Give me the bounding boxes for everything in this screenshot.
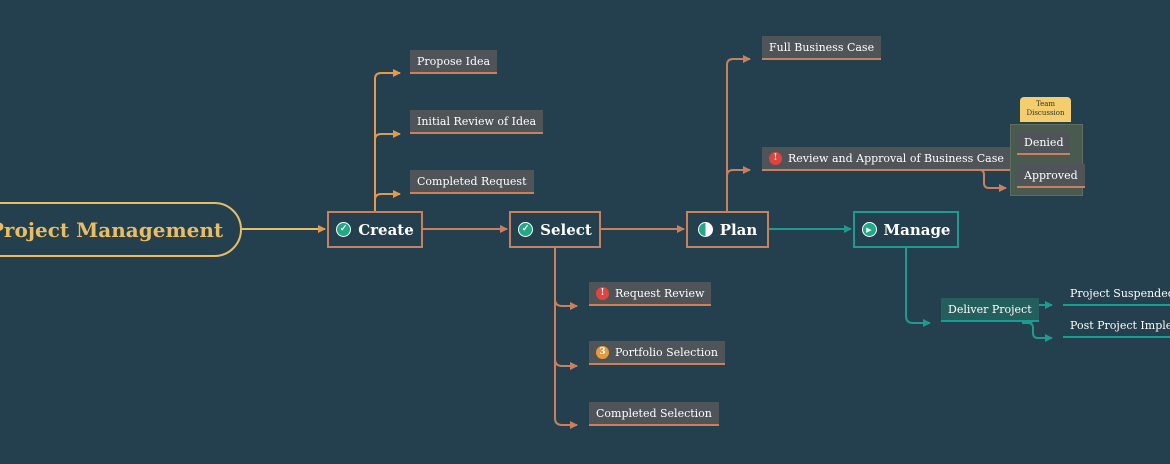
alert-icon: !	[596, 286, 609, 300]
half-circle-icon	[697, 222, 713, 237]
topic-label: Propose Idea	[417, 54, 491, 68]
root-topic[interactable]: Project Management	[0, 202, 242, 257]
stage-plan[interactable]: Plan	[686, 211, 769, 248]
topic-project-suspended[interactable]: Project Suspended	[1063, 282, 1170, 306]
topic-post-project[interactable]: Post Project Impleme	[1063, 314, 1170, 338]
stage-select[interactable]: ✓ Select	[509, 211, 601, 248]
play-circle-icon: ▶	[861, 222, 877, 237]
topic-review-approval[interactable]: ! Review and Approval of Business Case	[762, 147, 1011, 171]
topic-denied[interactable]: Denied	[1017, 131, 1071, 155]
topic-label: Deliver Project	[948, 302, 1032, 316]
stage-create-label: Create	[358, 220, 414, 239]
topic-label: Completed Request	[417, 174, 527, 188]
stage-select-label: Select	[540, 220, 592, 239]
priority-icon: 3	[596, 345, 609, 359]
check-circle-icon: ✓	[336, 222, 352, 237]
topic-label: Completed Selection	[596, 406, 712, 420]
topic-propose-idea[interactable]: Propose Idea	[410, 50, 498, 74]
topic-label: Portfolio Selection	[615, 345, 718, 359]
stage-manage-label: Manage	[883, 220, 951, 239]
topic-label: Approved	[1024, 168, 1078, 182]
topic-deliver-project[interactable]: Deliver Project	[941, 298, 1039, 322]
stage-plan-label: Plan	[719, 220, 758, 239]
topic-approved[interactable]: Approved	[1017, 164, 1085, 188]
topic-portfolio-selection[interactable]: 3 Portfolio Selection	[589, 341, 725, 365]
topic-label: Review and Approval of Business Case	[788, 151, 1004, 165]
stage-manage[interactable]: ▶ Manage	[853, 211, 959, 248]
topic-label: Post Project Impleme	[1070, 318, 1170, 332]
topic-completed-selection[interactable]: Completed Selection	[589, 402, 719, 426]
topic-label: Denied	[1024, 135, 1064, 149]
check-circle-icon: ✓	[518, 222, 534, 237]
topic-request-review[interactable]: ! Request Review	[589, 282, 712, 306]
topic-full-business-case[interactable]: Full Business Case	[762, 36, 882, 60]
topic-initial-review[interactable]: Initial Review of Idea	[410, 110, 544, 134]
topic-label: Full Business Case	[769, 40, 875, 54]
alert-icon: !	[769, 151, 782, 165]
topic-label: Initial Review of Idea	[417, 114, 537, 128]
topic-label: Request Review	[615, 286, 705, 300]
root-topic-label: Project Management	[0, 217, 224, 242]
team-discussion-label[interactable]: Team Discussion	[1020, 97, 1071, 122]
topic-completed-request[interactable]: Completed Request	[410, 170, 534, 194]
stage-create[interactable]: ✓ Create	[327, 211, 423, 248]
topic-label: Project Suspended	[1070, 286, 1170, 300]
